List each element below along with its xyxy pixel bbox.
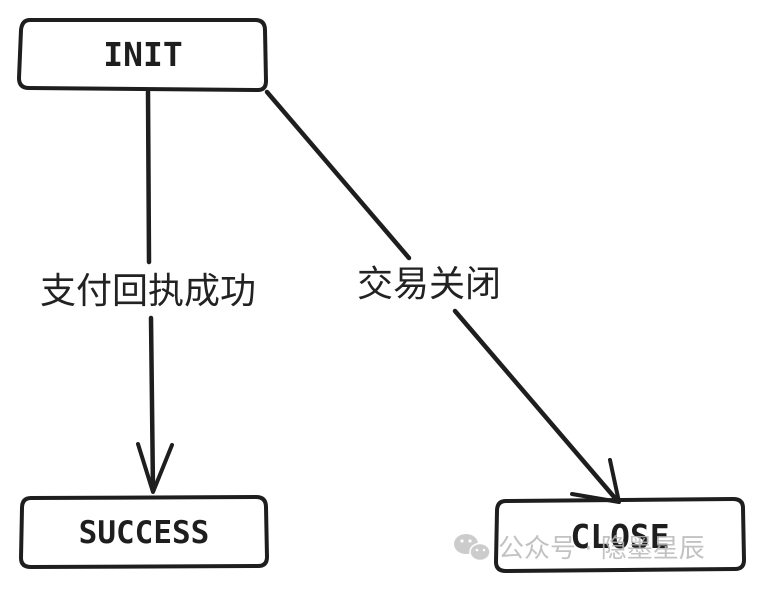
edge-init-close-line-lower <box>452 308 618 501</box>
node-close: CLOSE <box>494 497 746 573</box>
edge-init-to-success: 支付回执成功 <box>40 89 256 494</box>
watermark-text: 公众号 · 隐墨星辰 <box>498 534 705 564</box>
node-init: INIT <box>17 18 268 92</box>
edge-init-close-line-upper <box>264 89 412 261</box>
watermark: 公众号 · 隐墨星辰 <box>454 534 705 564</box>
node-success-label: SUCCESS <box>79 515 210 551</box>
node-success: SUCCESS <box>19 495 269 569</box>
node-success-box <box>19 495 269 569</box>
edge-init-success-line-upper <box>145 89 152 265</box>
node-close-label: CLOSE <box>570 517 669 556</box>
edge-init-close-arrowhead <box>570 458 621 504</box>
edge-init-success-line-lower <box>148 315 156 493</box>
node-init-label: INIT <box>103 35 182 74</box>
edge-init-success-arrowhead <box>136 442 174 494</box>
edge-label-payment-success: 支付回执成功 <box>40 271 256 312</box>
wechat-icon <box>454 534 491 562</box>
node-close-box <box>494 497 746 573</box>
edge-label-trade-closed: 交易关闭 <box>357 264 501 305</box>
node-init-box <box>17 18 268 92</box>
edge-init-to-close: 交易关闭 <box>264 89 621 504</box>
